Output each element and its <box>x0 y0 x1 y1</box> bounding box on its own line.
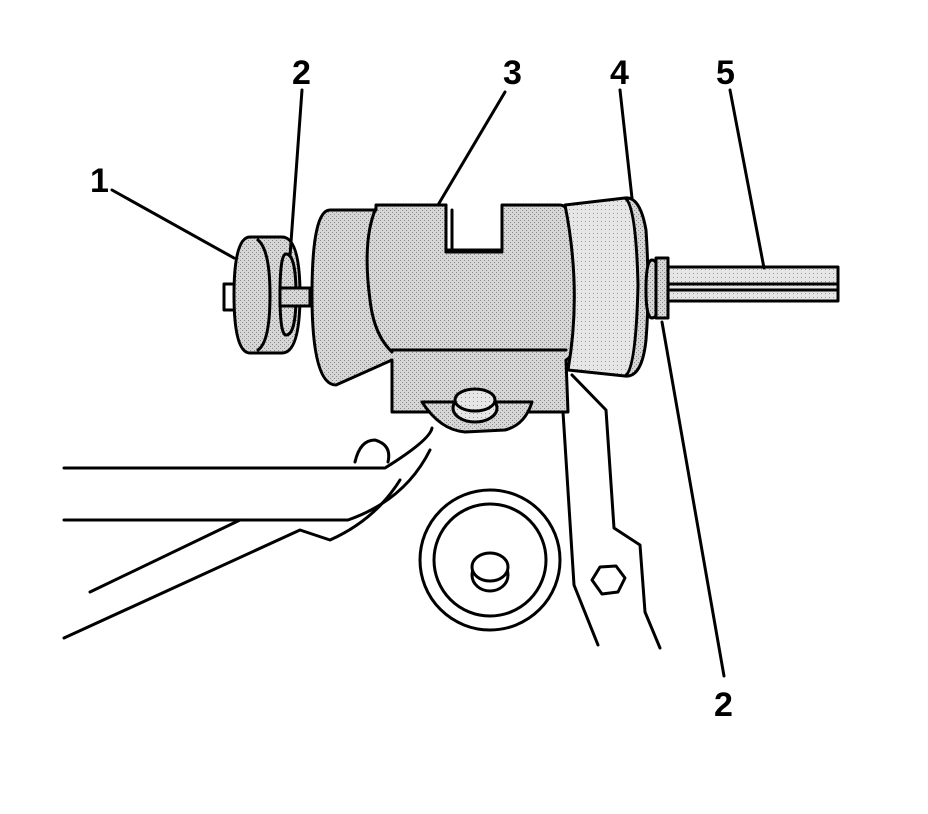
washer-left <box>278 252 312 337</box>
bushing-round <box>418 488 562 632</box>
leader-5 <box>728 88 766 270</box>
callout-4: 4 <box>610 54 629 92</box>
hex-nut <box>590 564 627 596</box>
leader-2a <box>288 88 304 258</box>
leader-1 <box>110 188 236 260</box>
callout-1: 1 <box>90 162 109 200</box>
leader-4 <box>618 88 634 200</box>
nut-right <box>644 256 670 320</box>
leader-lines <box>110 88 766 678</box>
callout-3: 3 <box>503 54 522 92</box>
frame-rail <box>62 426 434 640</box>
installer-body <box>310 203 580 414</box>
callout-labels: 1 2 3 4 5 2 <box>90 54 735 724</box>
mounting-foot <box>420 387 534 434</box>
callout-5: 5 <box>716 54 735 92</box>
leader-3 <box>436 90 507 207</box>
callout-2-left: 2 <box>292 54 311 92</box>
callout-2-right: 2 <box>714 686 733 724</box>
sleeve-tube <box>563 196 650 378</box>
leader-2b <box>660 320 726 678</box>
steering-arm <box>561 373 662 650</box>
forcing-screw <box>666 265 840 303</box>
